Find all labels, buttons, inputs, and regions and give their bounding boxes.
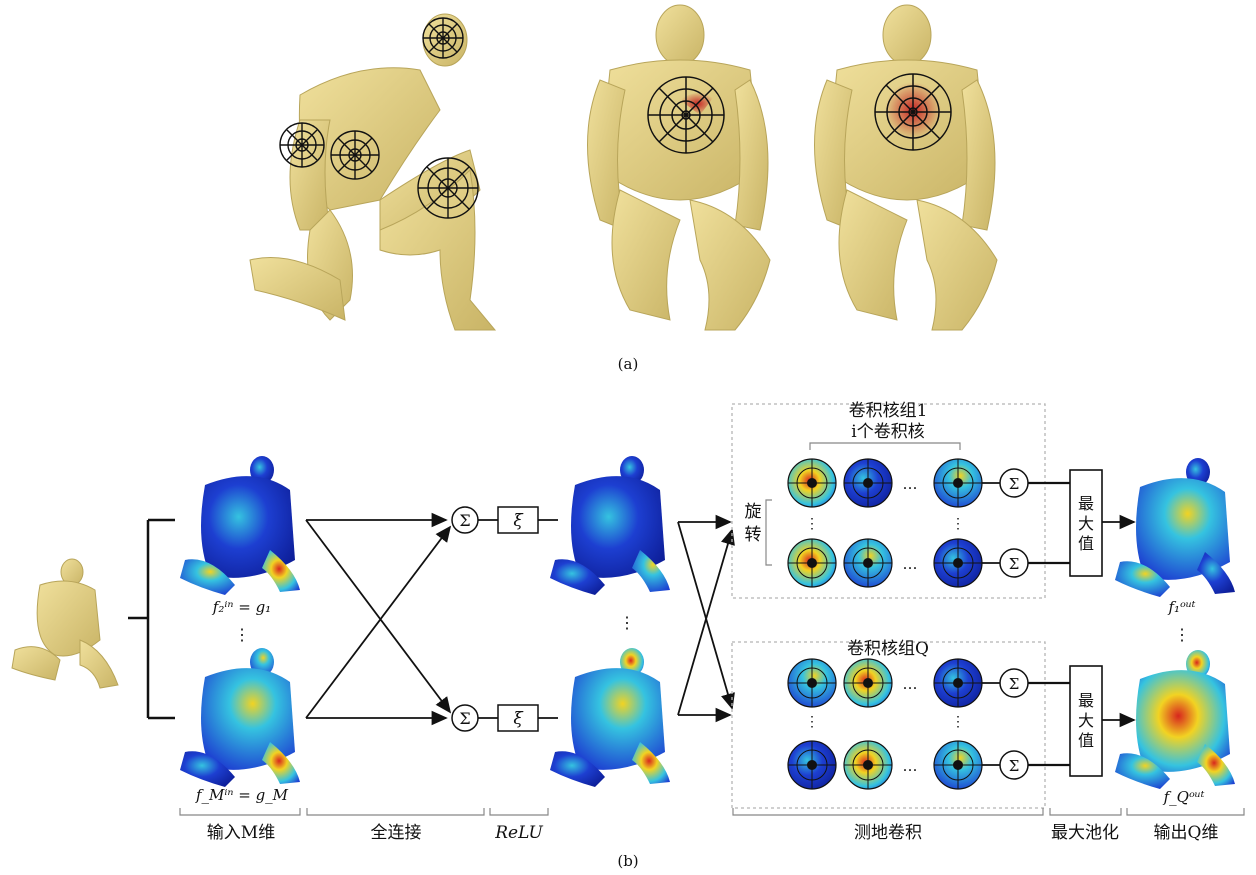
relu-box-bottom: ξ	[498, 705, 538, 731]
stage-brackets	[180, 808, 1244, 815]
kernel-disc-q-6	[934, 741, 982, 789]
kernel-disc-1-1	[788, 459, 836, 507]
svg-text:Σ: Σ	[1009, 555, 1020, 573]
rotation-label-2: 转	[745, 525, 762, 545]
input-bottom-label: f_Mⁱⁿ = g_M	[195, 786, 289, 804]
kernel-disc-q-3	[934, 659, 982, 707]
caption-a: (a)	[618, 355, 639, 373]
svg-text:Σ: Σ	[1009, 675, 1020, 693]
kernel-disc-q-2	[844, 659, 892, 707]
kernel-vdots-1a: ⋮	[805, 516, 819, 532]
panel-b: f₂ⁱⁿ = g₁ ⋮ f_Mⁱⁿ = g_M Σ ξ Σ	[12, 401, 1244, 870]
output-feature-mesh-top	[1115, 458, 1235, 597]
svg-text:大: 大	[1078, 514, 1094, 533]
kernel-disc-1-2	[844, 459, 892, 507]
input-feature-mesh-bottom	[180, 648, 300, 787]
conv-group-1-title: 卷积核组1	[849, 401, 928, 421]
kneeling-figure-front-1	[588, 5, 771, 330]
stage-label-geodesic-conv: 测地卷积	[854, 823, 922, 843]
polar-grid-patch-head	[423, 18, 463, 58]
rotation-bracket	[766, 500, 772, 565]
svg-text:值: 值	[1078, 534, 1094, 553]
svg-text:Σ: Σ	[459, 511, 470, 530]
input-split-bracket	[128, 520, 175, 718]
conv-group-q-title: 卷积核组Q	[847, 639, 929, 659]
kernel-disc-q-4	[788, 741, 836, 789]
conv-sum-qa: Σ	[1000, 669, 1028, 697]
kernel-vdots-qb: ⋮	[951, 714, 965, 730]
caption-b: (b)	[617, 852, 638, 870]
input-mesh-figure	[12, 559, 118, 688]
polar-grid-patch-hip	[331, 131, 379, 179]
svg-text:最: 最	[1078, 494, 1094, 513]
kernel-disc-q-5	[844, 741, 892, 789]
conv-group-q-box	[732, 642, 1045, 808]
rotation-label-1: 旋	[745, 502, 762, 522]
svg-text:ξ: ξ	[513, 709, 524, 729]
output-top-label: f₁ᵒᵘᵗ	[1167, 598, 1195, 616]
conv-sum-qb: Σ	[1000, 751, 1028, 779]
maxpool-box-1: 最 大 值	[1070, 470, 1102, 576]
polar-grid-patch-elbow	[280, 123, 324, 167]
kernel-disc-q-1	[788, 659, 836, 707]
svg-text:Σ: Σ	[1009, 475, 1020, 493]
svg-text:Σ: Σ	[459, 709, 470, 728]
stage-label-maxpool: 最大池化	[1051, 823, 1119, 843]
svg-text:ξ: ξ	[513, 511, 524, 531]
polar-grid-patch-knee	[418, 158, 478, 218]
polar-grid-patch-chest-2	[875, 74, 951, 150]
kernel-vdots-1b: ⋮	[951, 516, 965, 532]
kernel-disc-1-5	[844, 539, 892, 587]
maxpool-box-q: 最 大 值	[1070, 666, 1102, 776]
kernel-disc-1-6	[934, 539, 982, 587]
kernel-ellipsis-4: …	[903, 757, 918, 775]
conv-group-1-bracket	[810, 443, 960, 450]
input-feature-mesh-top	[180, 456, 300, 595]
kernel-ellipsis-2: …	[903, 555, 918, 573]
panel-a: (a)	[250, 5, 997, 373]
to-conv-edges	[678, 522, 732, 715]
input-top-label: f₂ⁱⁿ = g₁	[212, 598, 271, 616]
fully-connected-edges	[306, 520, 450, 718]
output-vertical-dots: ⋮	[1174, 625, 1190, 644]
stage-label-input: 输入M维	[207, 823, 275, 843]
conv-sum-1a: Σ	[1000, 469, 1028, 497]
polar-grid-patch-chest-1	[648, 77, 724, 153]
sum-node-top: Σ	[452, 507, 478, 533]
kneeling-figure-front-2	[815, 5, 998, 330]
output-bottom-label: f_Qᵒᵘᵗ	[1163, 788, 1205, 806]
stage-label-output: 输出Q维	[1154, 823, 1219, 843]
svg-text:大: 大	[1078, 711, 1094, 730]
input-vertical-dots: ⋮	[234, 625, 250, 644]
conv-group-1-subtitle: i个卷积核	[851, 422, 924, 442]
kernel-vdots-qa: ⋮	[805, 714, 819, 730]
hidden-feature-mesh-bottom	[550, 648, 670, 787]
kernel-disc-1-3	[934, 459, 982, 507]
hidden-feature-mesh-top	[550, 456, 670, 595]
kernel-ellipsis-1: …	[903, 475, 918, 493]
conv-sum-1b: Σ	[1000, 549, 1028, 577]
svg-text:最: 最	[1078, 691, 1094, 710]
stage-label-relu: ReLU	[494, 823, 543, 843]
sum-node-bottom: Σ	[452, 705, 478, 731]
svg-text:值: 值	[1078, 731, 1094, 750]
kernel-ellipsis-3: …	[903, 675, 918, 693]
hidden-vertical-dots: ⋮	[619, 613, 635, 632]
kernel-disc-1-4	[788, 539, 836, 587]
relu-box-top: ξ	[498, 507, 538, 533]
stage-label-fc: 全连接	[371, 823, 422, 843]
svg-text:Σ: Σ	[1009, 757, 1020, 775]
